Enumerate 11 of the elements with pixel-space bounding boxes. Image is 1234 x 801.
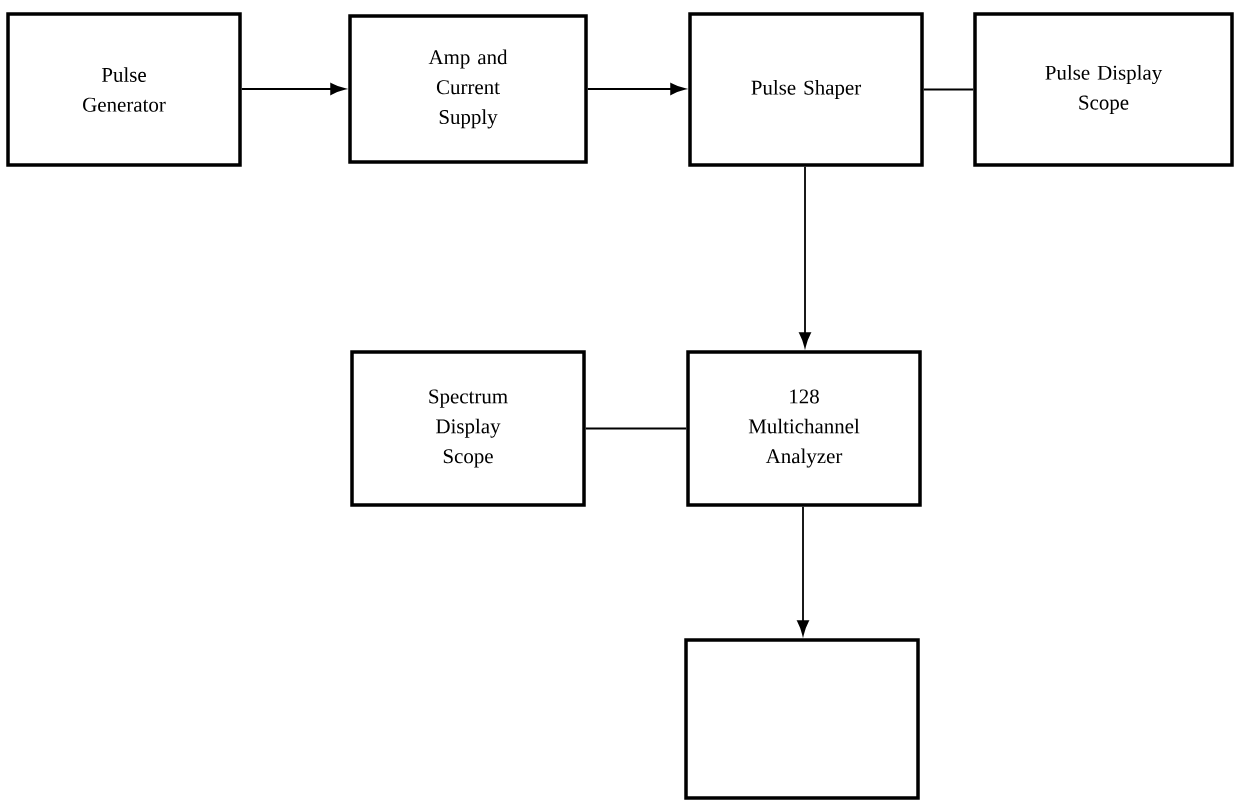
process-box: Pulse Generator [6, 12, 242, 167]
process-box: Pulse Shaper [688, 12, 924, 167]
process-box: Pulse Display Scope [973, 12, 1234, 167]
process-box: 128 Multichannel Analyzer [686, 350, 922, 507]
arrow [799, 165, 811, 348]
process-box [684, 638, 920, 800]
arrow [797, 505, 809, 636]
arrow [240, 83, 346, 95]
process-box: Amp and Current Supply [348, 14, 588, 164]
process-box: Spectrum Display Scope [350, 350, 586, 507]
arrow [586, 83, 686, 95]
